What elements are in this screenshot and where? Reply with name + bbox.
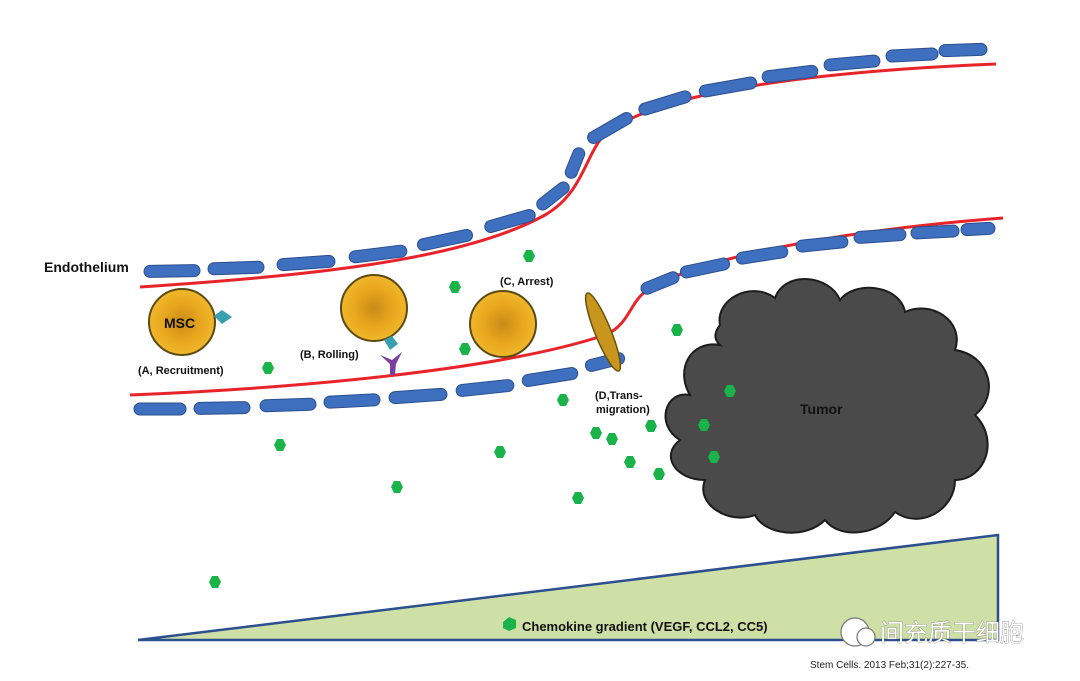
transmigration-label-line2: migration) <box>596 404 650 416</box>
chemokine-particle <box>449 281 461 293</box>
msc-arrest-stage: (C, Arrest) <box>469 276 554 358</box>
msc-cell <box>469 290 537 358</box>
endothelial-cell <box>193 401 251 415</box>
endothelial-cell <box>564 147 586 179</box>
chemokine-particle <box>606 433 618 445</box>
transmigration-label-line1: (D,Trans- <box>595 390 643 402</box>
msc-rolling-stage: (B, Rolling) <box>300 274 408 375</box>
chemokine-particle <box>698 419 710 431</box>
rolling-label: (B, Rolling) <box>300 349 359 361</box>
endothelial-cell <box>885 47 939 63</box>
endothelial-cell <box>795 235 849 253</box>
endothelial-cell <box>823 54 881 72</box>
endothelial-cell <box>133 402 187 416</box>
chemokine-particle <box>523 250 535 262</box>
chemokine-gradient-label: Chemokine gradient (VEGF, CCL2, CC5) <box>522 619 768 634</box>
endothelial-cell <box>455 379 515 397</box>
endothelial-cells-lower-outer <box>133 352 626 416</box>
endothelial-cell <box>679 257 731 279</box>
endothelial-cell <box>761 64 819 84</box>
tumor-cloud <box>664 278 990 534</box>
endothelial-cell <box>388 387 448 405</box>
citation-text: Stem Cells. 2013 Feb;31(2):227-35. <box>810 660 969 671</box>
endothelial-cell <box>587 112 633 144</box>
wechat-icon-inner <box>856 627 876 647</box>
msc-cell <box>148 288 216 356</box>
chemokine-particle <box>557 394 569 406</box>
msc-cell <box>340 274 408 342</box>
chemokine-particle <box>708 451 720 463</box>
chemokine-particle <box>391 481 403 493</box>
chemokine-particle <box>671 324 683 336</box>
endothelial-cell <box>276 254 336 272</box>
endothelial-cell <box>853 228 907 244</box>
endothelial-cell <box>143 264 201 278</box>
msc-label: MSC <box>164 315 195 331</box>
chemokine-particle <box>590 427 602 439</box>
msc-transmigration-stage: (D,Trans- migration) <box>584 292 650 416</box>
chemokine-particle <box>653 468 665 480</box>
chemokine-particle <box>459 343 471 355</box>
chemokine-particle <box>262 362 274 374</box>
arrest-label: (C, Arrest) <box>500 276 554 288</box>
chemokine-particle <box>209 576 221 588</box>
chemokine-particle <box>494 446 506 458</box>
tumor-label: Tumor <box>800 401 843 417</box>
endothelial-cell <box>640 271 680 295</box>
transmigrating-cell <box>584 292 622 372</box>
endothelial-cell <box>638 90 692 116</box>
upper-vessel-membrane <box>139 62 997 289</box>
endothelial-cell <box>259 397 317 413</box>
chemokine-gradient-wedge <box>137 533 1000 642</box>
watermark: 间充质干细胞 <box>840 617 1024 647</box>
endothelial-cell <box>960 221 996 237</box>
chemokine-legend-icon <box>503 617 516 631</box>
recruitment-label: (A, Recruitment) <box>138 365 224 377</box>
chemokine-particle <box>645 420 657 432</box>
endothelial-cell <box>348 244 408 264</box>
endothelial-cell <box>698 76 758 98</box>
chemokine-particle <box>572 492 584 504</box>
endothelium-label: Endothelium <box>44 259 129 275</box>
chemokine-particle <box>274 439 286 451</box>
endothelial-cell <box>521 367 579 387</box>
endothelial-cells-upper-wall <box>143 42 988 278</box>
receptor-teal-icon <box>214 310 232 324</box>
endothelial-cell <box>910 224 960 240</box>
endothelial-cell <box>484 208 536 234</box>
chemokine-particle <box>624 456 636 468</box>
endothelial-cell <box>416 228 474 252</box>
ligand-purple-icon <box>380 352 402 375</box>
msc-recruitment-stage: MSC (A, Recruitment) <box>138 288 232 377</box>
endothelial-cell <box>323 393 381 409</box>
endothelial-cell <box>536 181 570 211</box>
receptor-teal-icon <box>384 336 398 350</box>
chemokine-particle <box>724 385 736 397</box>
endothelial-cells-lower-inner <box>640 221 996 295</box>
chemokine-particles <box>209 250 736 588</box>
endothelial-cell <box>735 245 789 265</box>
endothelial-cell <box>938 42 988 58</box>
endothelial-cell <box>207 260 265 276</box>
watermark-text: 间充质干细胞 <box>880 619 1024 647</box>
